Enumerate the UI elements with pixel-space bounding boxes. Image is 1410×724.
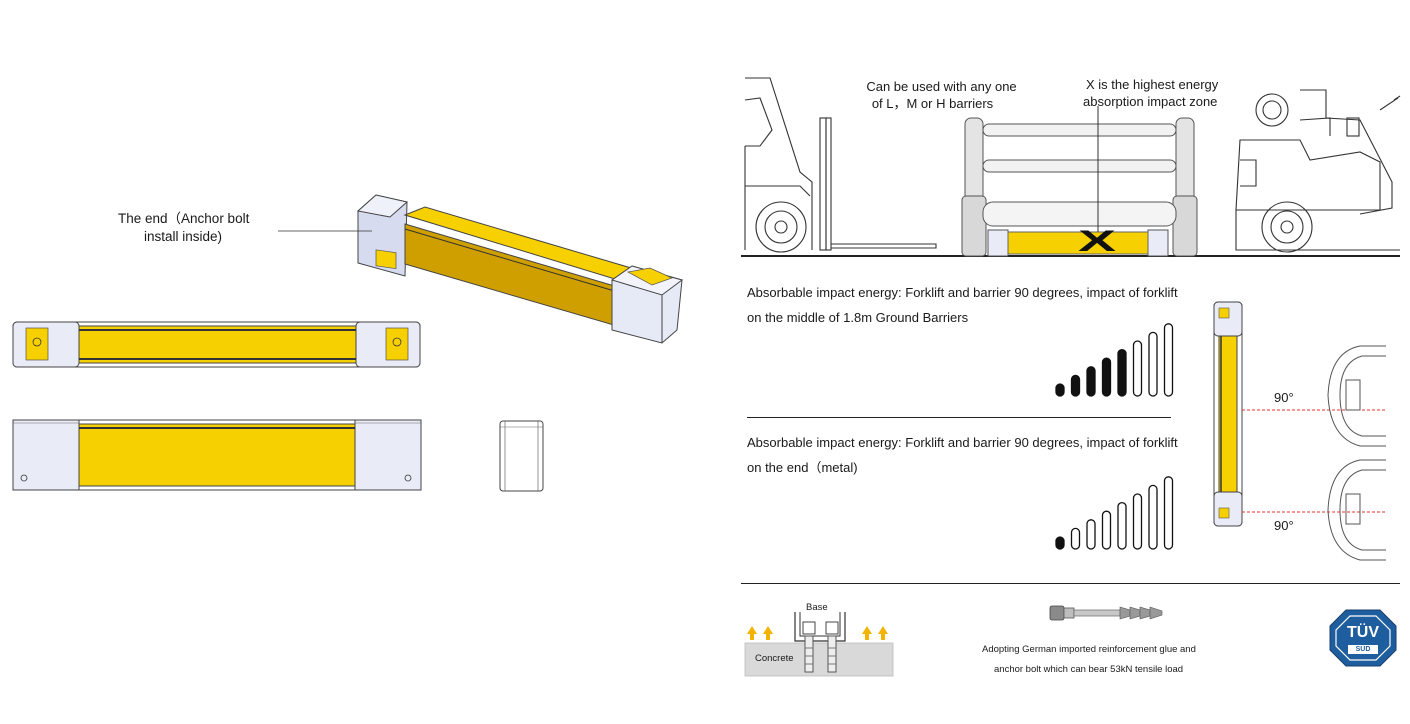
zone-note: X is the highest energy absorption impac… (1078, 76, 1218, 110)
forklift-top-view-upper-icon (1327, 345, 1386, 447)
energy-bar-3 (1086, 366, 1096, 397)
energy-middle-line2: on the middle of 1.8m Ground Barriers (747, 310, 969, 325)
tuv-logo-text: TÜV (1347, 624, 1379, 641)
glue-line2: anchor bolt which can bear 53kN tensile … (994, 664, 1184, 675)
sud-logo-text: SÜD (1355, 646, 1371, 653)
forklift-top-view-lower-icon (1327, 459, 1386, 561)
upward-force-arrows (747, 626, 888, 640)
energy-end-line1: Absorbable impact energy: Forklift and b… (747, 435, 1178, 450)
energy-bar-5 (1117, 501, 1127, 550)
energy-bar-5 (1117, 348, 1127, 397)
barrier-note-line2: of L，M or H barriers (871, 96, 994, 111)
right-forklift-icon (1235, 89, 1401, 253)
energy-bar-7 (1148, 331, 1158, 397)
zone-note-line1: X is the highest energy (1086, 77, 1219, 92)
barrier-note-line1: Can be used with any one (866, 79, 1017, 94)
anchor-label-line2: install inside) (144, 229, 223, 244)
energy-bar-1 (1055, 383, 1065, 397)
energy-bar-6 (1132, 340, 1143, 397)
base-label: Base (806, 602, 828, 613)
energy-bar-6 (1132, 493, 1143, 550)
energy-bar-2 (1070, 374, 1081, 397)
energy-bar-8 (1163, 476, 1174, 550)
energy-bar-4 (1101, 510, 1112, 550)
angle-label-bottom: 90° (1274, 518, 1294, 533)
energy-bar-1 (1055, 536, 1065, 550)
glue-line1: Adopting German imported reinforcement g… (982, 644, 1196, 655)
energy-bar-2 (1070, 527, 1081, 550)
angle-label-top: 90° (1274, 390, 1294, 405)
left-forklift-icon (744, 77, 937, 253)
anchor-label: The end（Anchor bolt install inside) (118, 210, 249, 246)
energy-middle-line1: Absorbable impact energy: Forklift and b… (747, 285, 1178, 300)
glue-text: Adopting German imported reinforcement g… (982, 640, 1196, 680)
concrete-label: Concrete (755, 653, 794, 664)
energy-bar-4 (1101, 357, 1112, 397)
section-divider-2 (741, 583, 1400, 584)
energy-end-text: Absorbable impact energy: Forklift and b… (747, 430, 1178, 480)
energy-end-line2: on the end（metal) (747, 460, 858, 475)
zone-note-line2: absorption impact zone (1083, 94, 1218, 109)
energy-bar-7 (1148, 484, 1158, 550)
energy-bar-3 (1086, 519, 1096, 550)
barrier-note: Can be used with any one of L，M or H bar… (864, 78, 1019, 112)
ground-barrier-front-view (961, 117, 1198, 257)
energy-bar-8 (1163, 323, 1174, 397)
impact-zone-mark: X (1077, 225, 1116, 258)
anchor-label-line1: The end（Anchor bolt (118, 211, 250, 226)
energy-middle-text: Absorbable impact energy: Forklift and b… (747, 280, 1178, 330)
section-divider-1 (747, 417, 1171, 418)
